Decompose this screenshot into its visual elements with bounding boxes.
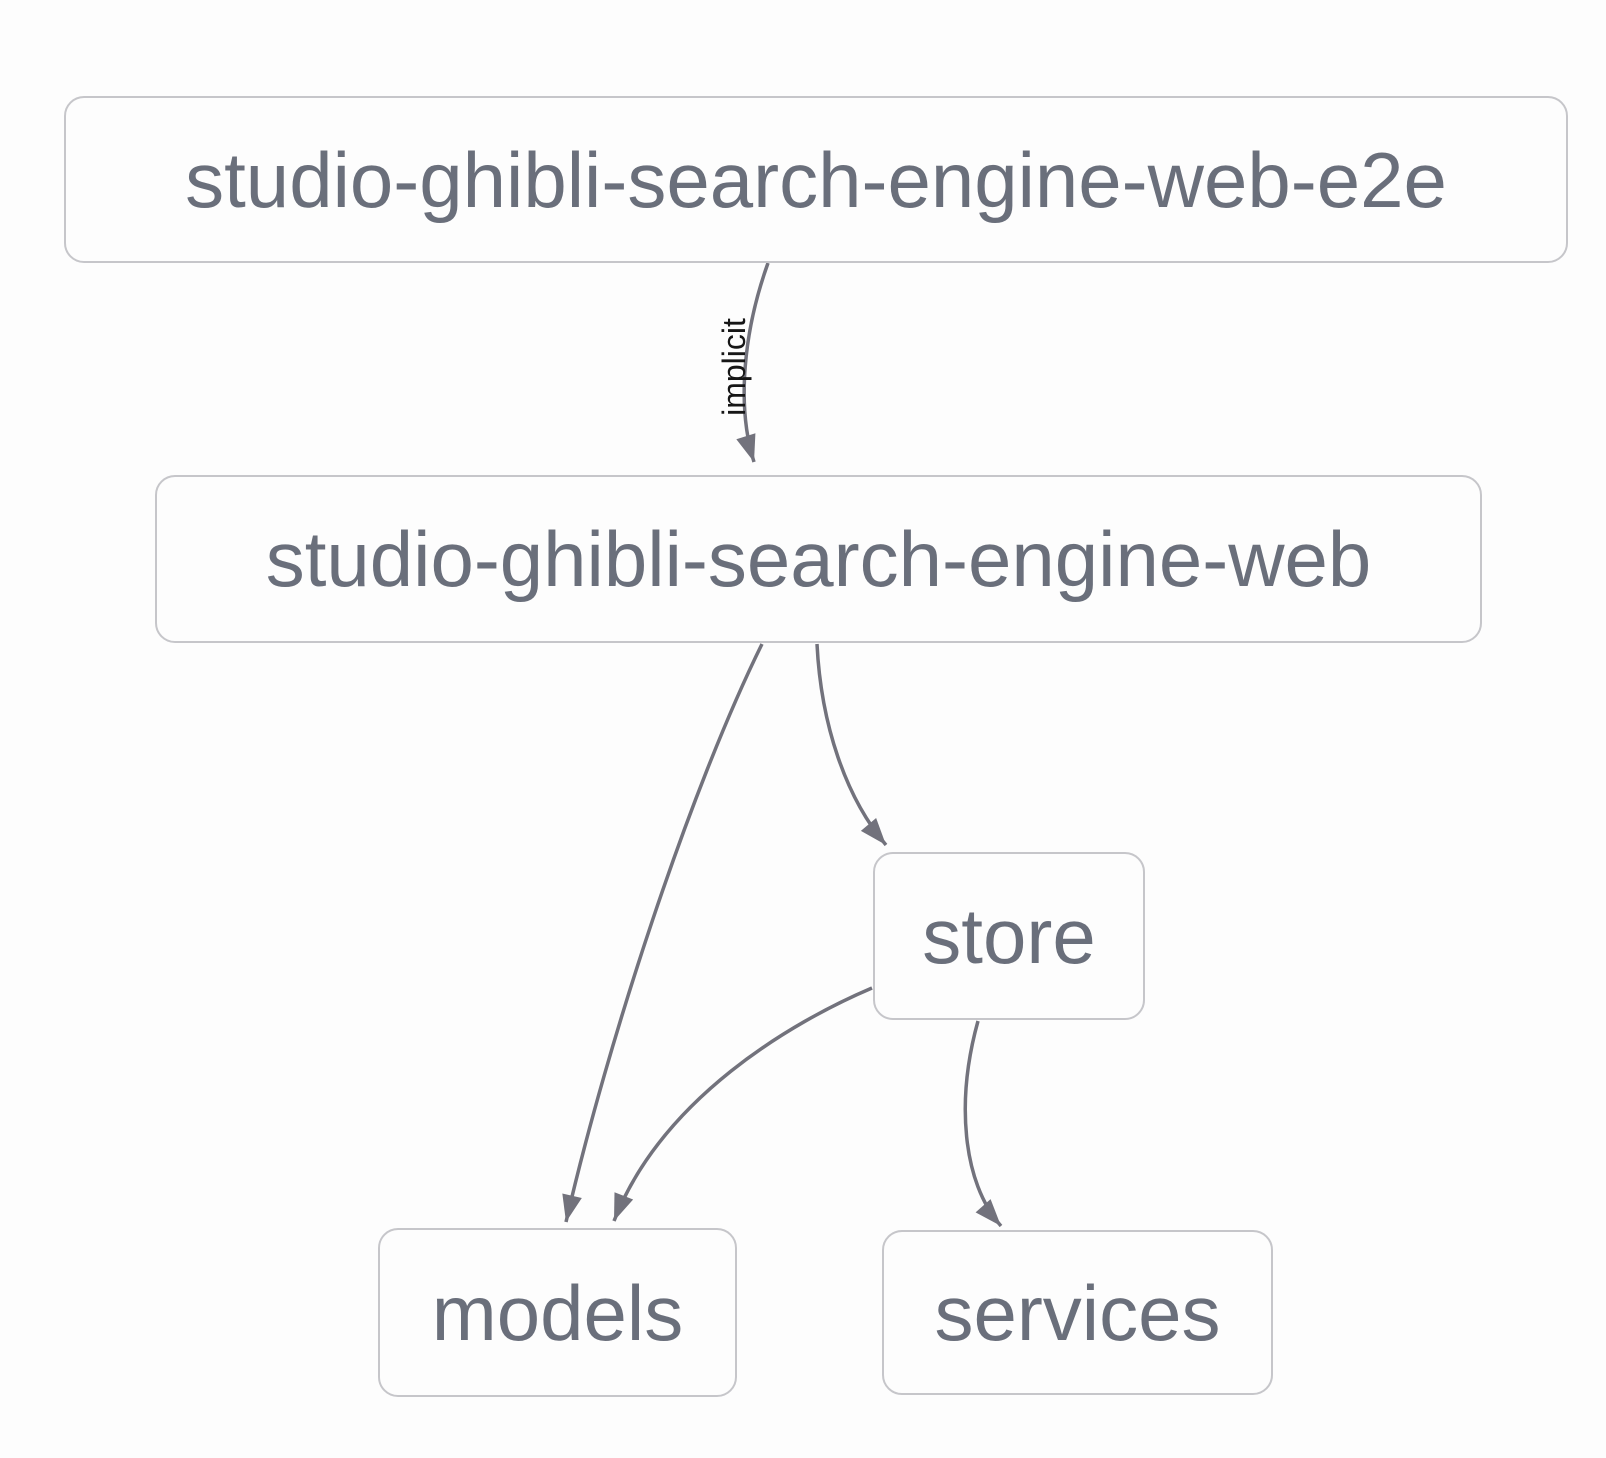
edge-label-implicit: implicit (716, 318, 752, 416)
node-services[interactable]: services (882, 1230, 1273, 1395)
node-label: studio-ghibli-search-engine-web-e2e (185, 135, 1447, 224)
node-studio-ghibli-search-engine-web[interactable]: studio-ghibli-search-engine-web (155, 475, 1482, 643)
node-studio-ghibli-search-engine-web-e2e[interactable]: studio-ghibli-search-engine-web-e2e (64, 96, 1568, 263)
edge-store-to-models (612, 986, 873, 1222)
edge-store-to-services (963, 1020, 1003, 1228)
edge-e2e-to-web (736, 262, 770, 463)
edge-web-to-models (562, 643, 764, 1223)
node-store[interactable]: store (873, 852, 1145, 1020)
node-label: studio-ghibli-search-engine-web (265, 515, 1372, 603)
node-models[interactable]: models (378, 1228, 737, 1397)
node-label: models (431, 1268, 684, 1357)
node-label: services (934, 1268, 1221, 1357)
node-label: store (922, 892, 1096, 980)
edge-web-to-store (815, 643, 888, 847)
